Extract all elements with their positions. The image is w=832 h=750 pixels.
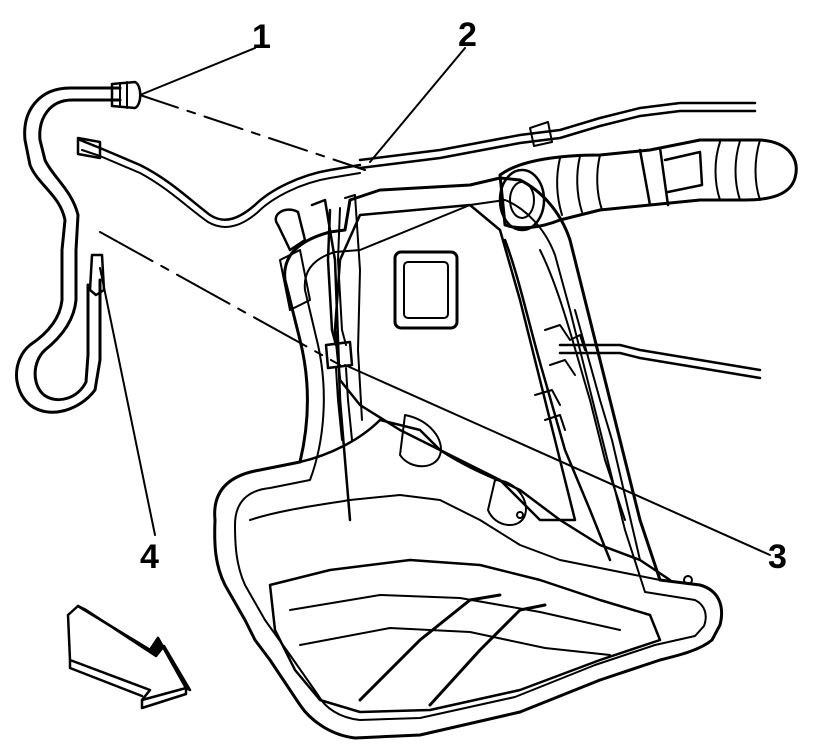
arrow-depth: [68, 658, 188, 710]
leader-line-4-dashed: [99, 231, 341, 366]
tank-right-rib-2: [539, 249, 626, 521]
vertical-fitting-4: [88, 253, 106, 297]
quick-connector-1-ribs: [119, 81, 128, 109]
left-looped-hose-inner: [33, 98, 122, 401]
tank-vertical-line-2: [337, 207, 347, 346]
tank-skid-strap-1: [358, 593, 502, 702]
fuel-feed-line-2: [81, 149, 361, 228]
quick-connector-1: [110, 80, 142, 110]
callout-1: 1: [252, 18, 271, 56]
vapor-line-right-2: [558, 351, 762, 380]
filler-neck-corrugation-2: [576, 155, 583, 213]
filler-neck-inlet-inner: [509, 181, 535, 219]
filler-neck-inlet: [498, 168, 546, 232]
filler-neck-corrugation-3: [596, 154, 603, 211]
fuel-feed-fitting: [76, 136, 102, 160]
tank-left-channel: [310, 198, 352, 522]
filler-neck-clamp: [638, 146, 704, 207]
callout-2: 2: [458, 16, 477, 54]
tank-bolt: [683, 575, 693, 585]
leader-line-4: [99, 267, 156, 536]
top-lines: [358, 101, 762, 380]
tank-left-channel-2: [344, 194, 363, 421]
tank-bolt-2: [516, 511, 524, 519]
fuel-tank-outline: [213, 176, 724, 740]
filler-neck-outline: [498, 138, 798, 230]
tank-sender-bracket: [274, 208, 307, 252]
tank-panel-recess-inner: [403, 261, 449, 319]
leader-line-2: [369, 47, 466, 163]
leader-line-3: [344, 364, 771, 556]
tank-shield-curve-2: [487, 479, 527, 526]
connector-3-stem: [335, 367, 353, 441]
tank-lower-step-2: [249, 494, 661, 581]
tank-right-rib-3: [574, 309, 641, 561]
tank-panel-recess: [393, 250, 459, 330]
filler-neck-corrugation-1: [556, 157, 563, 216]
tank-right-rib: [503, 238, 612, 562]
left-looped-hose-outer: [15, 86, 122, 414]
quick-connector-3: [324, 340, 354, 370]
tank-vertical-line: [326, 208, 338, 347]
callout-3: 3: [768, 538, 787, 576]
leader-line-1-dashed: [139, 94, 366, 171]
tank-skid-strap-2: [428, 603, 547, 707]
fuel-lines-left: [15, 80, 362, 441]
tank-shield-curve: [399, 414, 442, 468]
evap-connector: [529, 121, 553, 147]
leader-line-1: [139, 47, 256, 96]
fuel-feed-line: [78, 138, 362, 221]
tank-skid-plate: [268, 558, 662, 714]
vapor-line-right: [558, 343, 762, 372]
callout-4: 4: [140, 538, 159, 576]
filler-neck-corrugation-6: [754, 139, 761, 201]
tank-left-bracket: [279, 249, 311, 311]
filler-neck-corrugation-5: [734, 140, 741, 201]
fuel-tank-inner-outline: [234, 199, 707, 721]
arrow-shadow: [76, 604, 192, 692]
fuel-tank: [213, 176, 724, 740]
tank-bracket-clips: [534, 324, 586, 431]
tank-skid-rib-2: [299, 627, 611, 656]
leader-lines: [99, 47, 771, 556]
evap-line-top-2: [358, 109, 757, 170]
front-direction-arrow-icon: [66, 604, 192, 710]
filler-neck-hose: [498, 138, 798, 232]
tank-skid-rib-1: [289, 594, 621, 631]
filler-neck-corrugation-4: [714, 141, 721, 201]
evap-line-top: [358, 101, 757, 162]
